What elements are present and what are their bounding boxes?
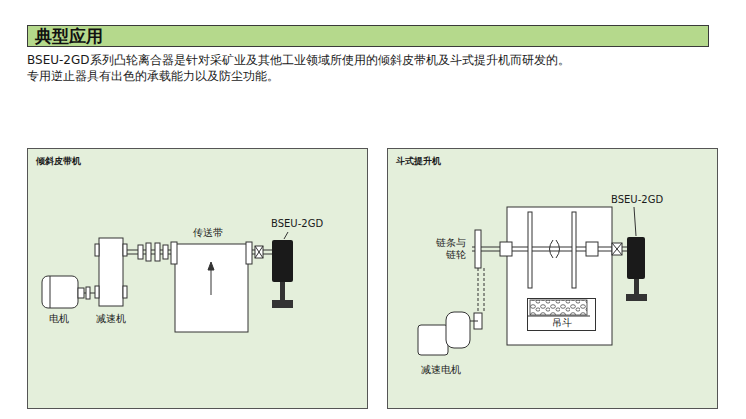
part-label: 减速机	[96, 313, 126, 325]
bucket-divider	[527, 316, 590, 317]
intro-text: 专用逆止器具有出色的承载能力以及防尘功能。	[27, 69, 279, 84]
panel: 倾斜皮带机	[27, 148, 368, 409]
bucket-box: 吊斗	[527, 298, 596, 331]
part-label: 传送带	[193, 227, 223, 239]
chain-sprocket	[474, 230, 484, 329]
panel-ground	[27, 148, 368, 409]
bucket-load	[530, 300, 587, 315]
part-label: BSEU-2GD	[611, 194, 663, 206]
panel-ground	[387, 148, 718, 409]
backstop	[272, 232, 293, 308]
intro-text: BSEU-2GD系列凸轮离合器是针对采矿业及其他工业领域所使用的倾斜皮带机及斗式…	[27, 53, 570, 68]
part-label: 电机	[49, 313, 69, 325]
part-label: 链条与 链轮	[433, 237, 466, 261]
elevator-casing	[507, 207, 612, 345]
panel-text: 倾斜皮带机	[36, 155, 81, 168]
header-band: 典型应用	[27, 25, 709, 47]
gear-motor	[418, 312, 478, 355]
conveyor-belt	[171, 242, 252, 332]
elevator-shaft	[472, 212, 627, 288]
backstop	[626, 207, 647, 301]
reducer	[95, 238, 127, 306]
panel-text: 斗式提升机	[396, 155, 441, 168]
part-label: BSEU-2GD	[271, 218, 323, 230]
part-label: 减速电机	[421, 364, 461, 376]
section-title: 典型应用	[35, 26, 103, 46]
bucket-box-text: 吊斗	[528, 316, 595, 329]
motor	[42, 276, 97, 308]
